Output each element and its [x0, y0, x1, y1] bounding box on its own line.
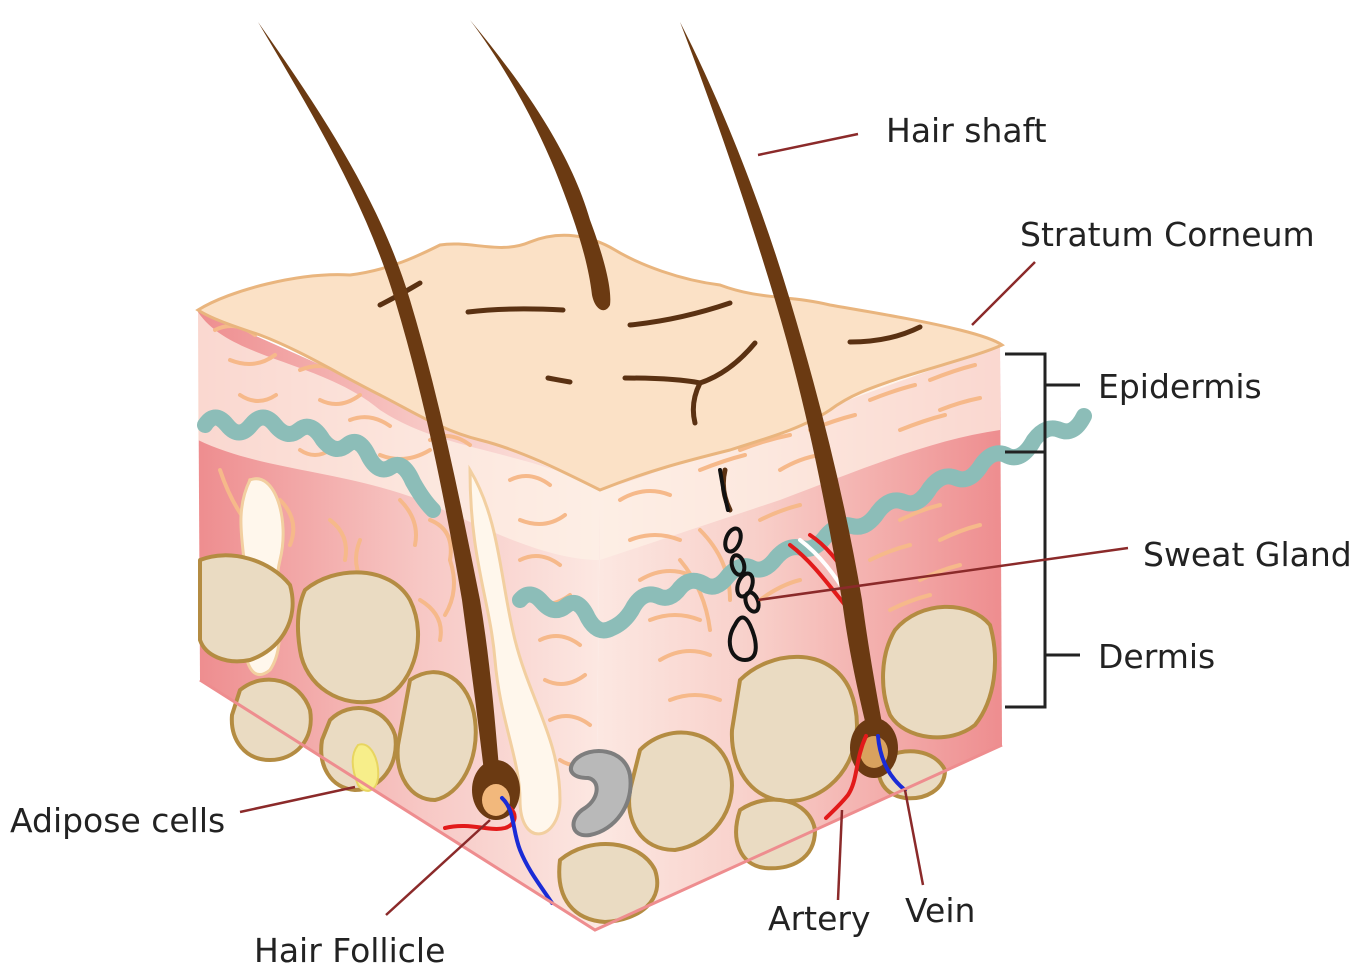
- layer-brackets: [1005, 354, 1080, 707]
- label-vein: Vein: [905, 891, 975, 930]
- label-adipose-cells: Adipose cells: [10, 801, 225, 840]
- label-sweat-gland: Sweat Gland: [1143, 535, 1352, 574]
- label-dermis: Dermis: [1098, 637, 1215, 676]
- label-artery: Artery: [768, 899, 870, 938]
- leader-adipose-cells: [240, 787, 355, 812]
- leader-vein: [905, 790, 923, 885]
- label-hair-follicle: Hair Follicle: [254, 931, 445, 970]
- label-stratum-corneum: Stratum Corneum: [1020, 215, 1315, 254]
- leader-hair-follicle: [386, 820, 490, 915]
- leader-stratum-corneum: [972, 262, 1035, 325]
- leader-hair-shaft: [758, 134, 858, 155]
- label-epidermis: Epidermis: [1098, 367, 1262, 406]
- leader-artery: [838, 810, 842, 900]
- label-hair-shaft: Hair shaft: [886, 111, 1047, 150]
